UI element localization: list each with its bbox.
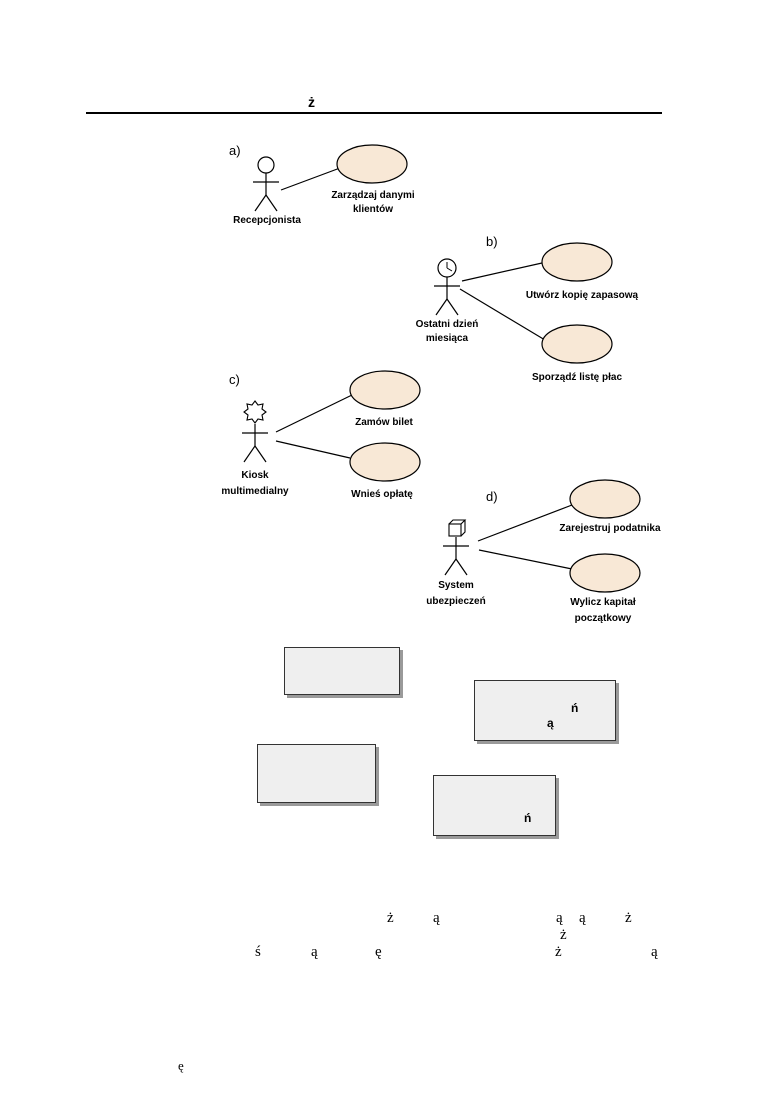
text-fragment: ę bbox=[375, 944, 382, 960]
box-1 bbox=[284, 647, 400, 695]
text-fragment: ą bbox=[311, 944, 318, 960]
use-case-ellipse bbox=[336, 144, 408, 184]
association-line bbox=[275, 440, 351, 459]
actor-label: ubezpieczeń bbox=[426, 596, 485, 607]
header-glyph: ż bbox=[308, 94, 315, 110]
cube-icon bbox=[448, 519, 467, 537]
use-case-label: Zarządzaj danymi bbox=[331, 190, 415, 201]
text-fragment: ą bbox=[556, 910, 563, 926]
use-case-label: klientów bbox=[353, 204, 393, 215]
use-case-diagrams: a) Recepcjonista Zarządzaj danymi klient… bbox=[221, 143, 661, 624]
actor-label: miesiąca bbox=[426, 333, 469, 344]
association-line bbox=[280, 167, 341, 191]
actor-ostatni-dzien bbox=[433, 258, 461, 316]
use-case-ellipse bbox=[349, 370, 421, 410]
use-case-ellipse bbox=[569, 479, 641, 519]
use-case-label: Zarejestruj podatnika bbox=[559, 523, 661, 534]
use-case-ellipse bbox=[569, 553, 641, 593]
actor-kiosk bbox=[241, 400, 269, 463]
association-line bbox=[275, 394, 353, 433]
actor-system bbox=[442, 519, 470, 576]
box-3 bbox=[257, 744, 376, 803]
text-fragment: ą bbox=[579, 910, 586, 926]
star-icon bbox=[243, 400, 267, 424]
actor-label: System bbox=[438, 580, 474, 591]
use-case-ellipse bbox=[541, 324, 613, 364]
box-glyph: ń bbox=[571, 701, 579, 715]
footer-fragment: ę bbox=[178, 1058, 184, 1073]
text-fragment: ż bbox=[387, 910, 394, 926]
association-line bbox=[459, 288, 546, 341]
text-fragment: ą bbox=[651, 944, 658, 960]
panel-d-label: d) bbox=[486, 489, 498, 504]
use-case-label: Wylicz kapitał bbox=[570, 597, 636, 608]
text-fragment: ą bbox=[433, 910, 440, 926]
box-glyph: ą bbox=[547, 716, 554, 730]
use-case-label: Utwórz kopię zapasową bbox=[526, 290, 639, 301]
use-case-ellipse bbox=[541, 242, 613, 282]
text-fragment: ż bbox=[625, 910, 632, 926]
panel-b-label: b) bbox=[486, 234, 498, 249]
actor-label: multimedialny bbox=[221, 486, 289, 497]
actor-label: Kiosk bbox=[241, 470, 269, 481]
box-glyph: ń bbox=[524, 811, 532, 825]
actor-recepcjonista bbox=[252, 156, 280, 212]
text-fragment: ś bbox=[255, 944, 261, 960]
panel-c-label: c) bbox=[229, 372, 240, 387]
use-case-label: Sporządź listę płac bbox=[532, 372, 622, 383]
use-case-ellipse bbox=[349, 442, 421, 482]
association-line bbox=[477, 504, 573, 542]
actor-label: Recepcjonista bbox=[233, 215, 301, 226]
association-line bbox=[461, 262, 543, 282]
use-case-label: Wnieś opłatę bbox=[351, 489, 413, 500]
box-4: ń bbox=[433, 775, 556, 836]
actor-label: Ostatni dzień bbox=[416, 319, 479, 330]
panel-a-label: a) bbox=[229, 143, 241, 158]
association-line bbox=[478, 549, 573, 570]
header-rule bbox=[86, 112, 662, 114]
use-case-label: Zamów bilet bbox=[355, 417, 413, 428]
text-fragment: ż bbox=[560, 927, 567, 943]
text-fragment: ż bbox=[555, 944, 562, 960]
use-case-label: początkowy bbox=[575, 613, 632, 624]
box-2: ń ą bbox=[474, 680, 616, 741]
actor-head-icon bbox=[257, 156, 275, 174]
